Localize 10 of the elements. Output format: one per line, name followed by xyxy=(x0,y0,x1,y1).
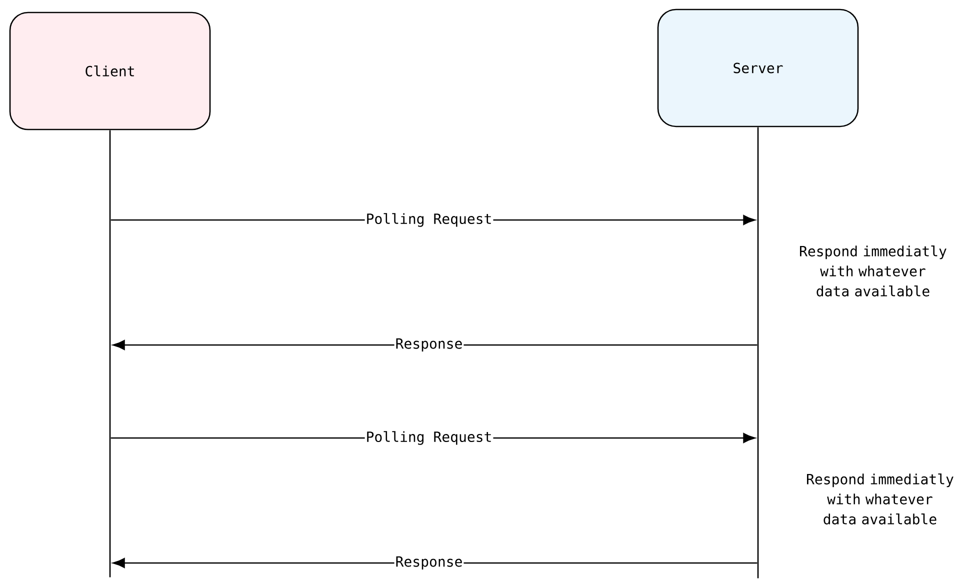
edge-label: Response xyxy=(394,337,464,353)
message-arrow xyxy=(112,558,758,568)
participant-box: Server xyxy=(657,8,859,128)
message-arrow xyxy=(112,340,758,350)
note-text: Respond immediatly with whatever data available xyxy=(800,246,946,296)
note-text: Respond immediatly with whatever data available xyxy=(807,474,954,524)
participant-box: Client xyxy=(9,12,211,130)
edge-label: Response xyxy=(394,555,464,571)
edge-label: Polling Request xyxy=(364,430,494,446)
edge-label: Polling Request xyxy=(364,212,494,228)
